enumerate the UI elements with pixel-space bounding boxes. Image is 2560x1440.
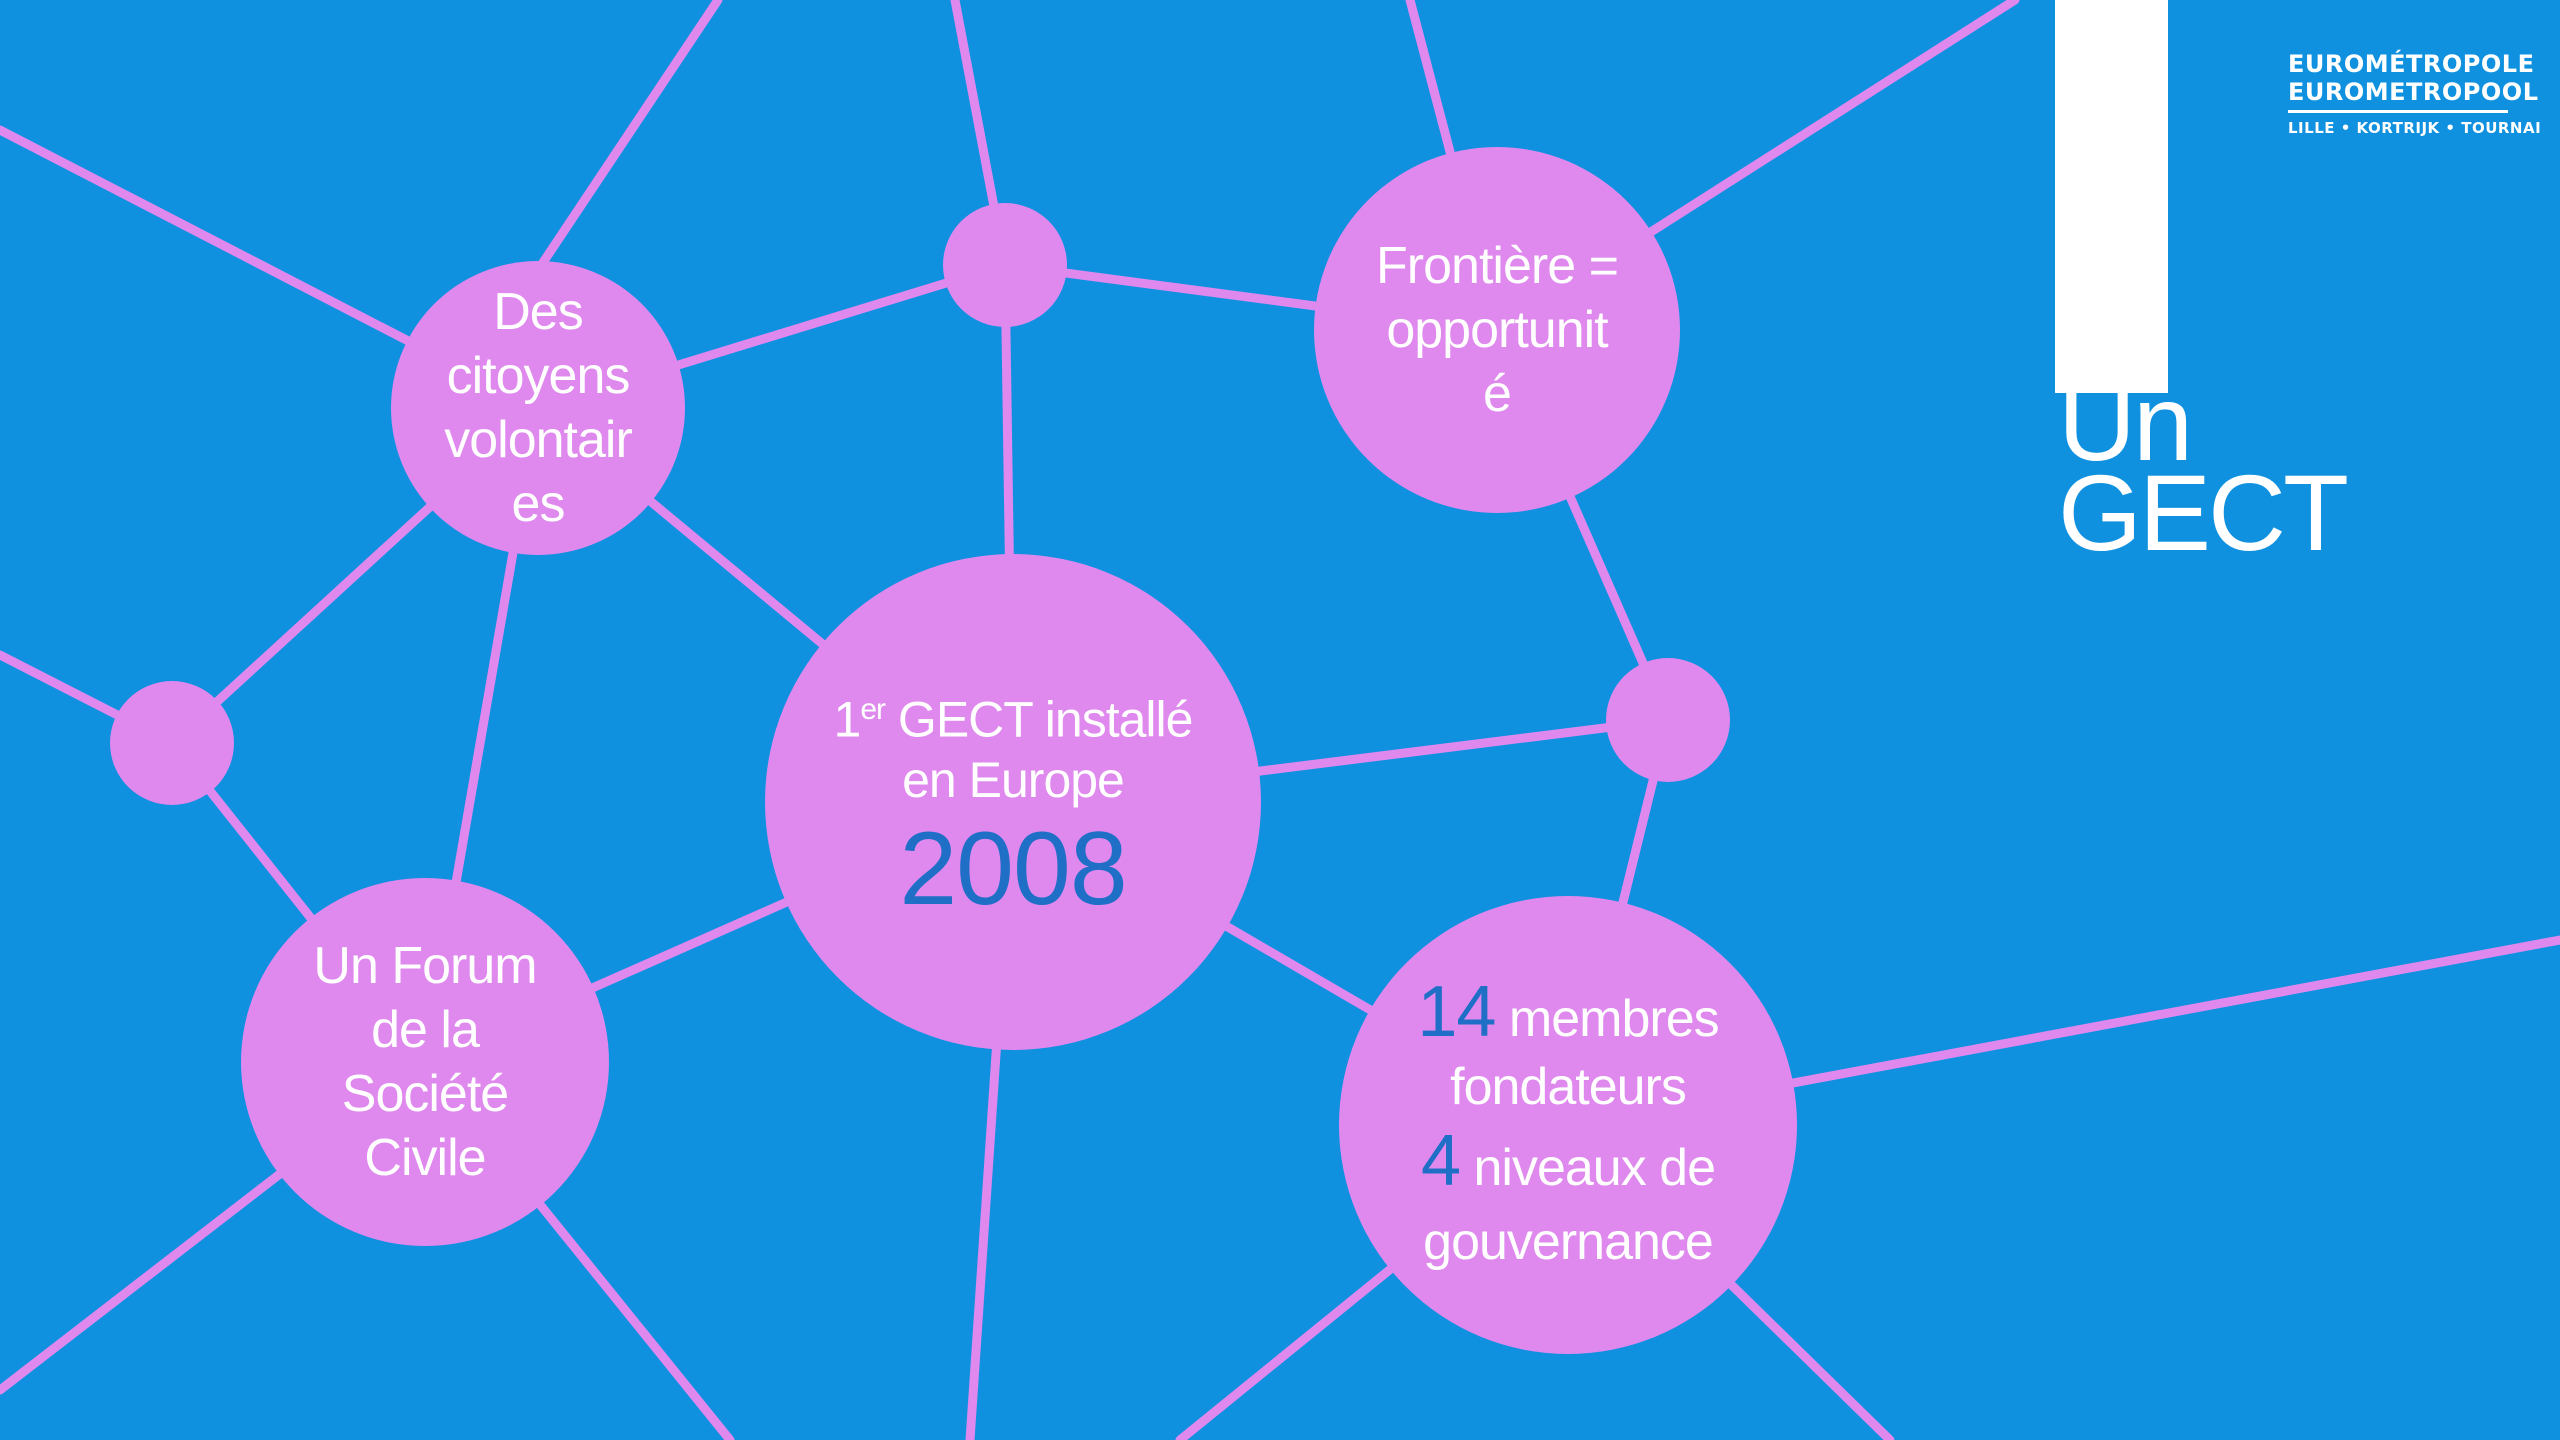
members-count: 14 (1417, 972, 1496, 1052)
bubble-members: 14 membres fondateurs 4 niveaux de gouve… (1339, 896, 1797, 1354)
levels-label: niveaux de (1460, 1139, 1716, 1197)
first-number: 1 (833, 691, 862, 748)
center-line1: GECT installé (885, 691, 1194, 748)
network-nodes (110, 147, 1797, 1354)
logo-cities: LILLE • KORTRIJK • TOURNAI (2288, 119, 2542, 137)
levels-count: 4 (1420, 1121, 1461, 1201)
bubble-center-circle (765, 554, 1261, 1050)
bubble-citizens-circle (391, 261, 685, 555)
logo-line1: EUROMÉTROPOLE (2288, 50, 2535, 78)
eurometropole-logo: EUROMÉTROPOLE EUROMETROPOOL LILLE • KORT… (2288, 50, 2541, 137)
center-line2: en Europe (902, 751, 1125, 808)
bubble-members-circle (1339, 896, 1797, 1354)
bubble-forum-text: Un Forum de la Société Civile (313, 937, 537, 1187)
bubble-border: Frontière = opportunit é (1314, 147, 1680, 513)
bubble-forum: Un Forum de la Société Civile (241, 878, 609, 1246)
decorative-white-bar (2055, 0, 2168, 393)
bubble-forum-circle (241, 878, 609, 1246)
page-title: Un GECT (2058, 362, 2349, 573)
members-line2: fondateurs (1450, 1058, 1687, 1116)
bubble-citizens-text: Des citoyens volontair es (444, 283, 633, 533)
year-number: 2008 (899, 810, 1127, 927)
bubble-border-circle (1314, 147, 1680, 513)
bubble-citizens: Des citoyens volontair es (391, 261, 685, 555)
members-line4: gouvernance (1423, 1213, 1714, 1271)
bubble-center: 1er GECT installé en Europe 2008 (765, 554, 1261, 1050)
logo-line2: EUROMETROPOOL (2288, 78, 2539, 106)
ordinal-superscript: er (860, 693, 886, 727)
small-node (943, 203, 1067, 327)
small-node (110, 681, 234, 805)
title-line1: Un (2058, 362, 2193, 483)
logo-divider (2288, 110, 2508, 113)
title-line2: GECT (2058, 452, 2349, 573)
bubble-border-text: Frontière = opportunit é (1376, 237, 1619, 423)
members-count-label: membres (1495, 990, 1720, 1048)
small-node (1606, 658, 1730, 782)
